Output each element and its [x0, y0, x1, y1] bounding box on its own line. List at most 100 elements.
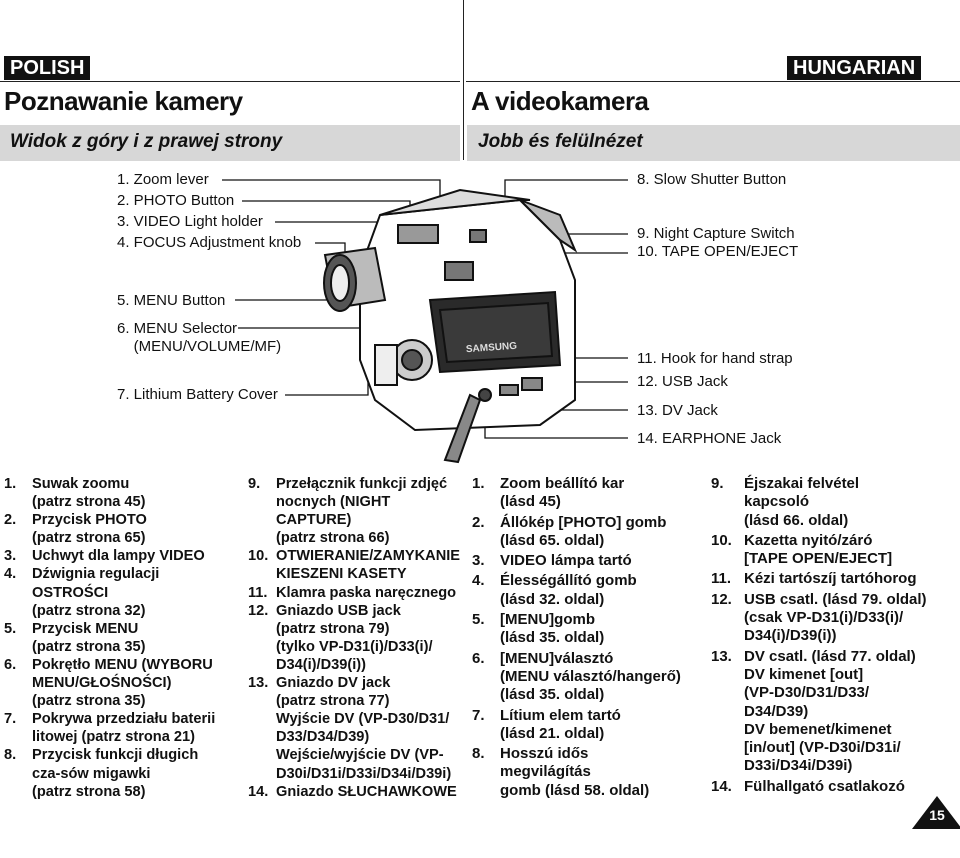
item-text: Pokrywa przedziału baterii litowej (patr… — [32, 711, 216, 746]
item-text: Kazetta nyitó/záró [TAPE OPEN/EJECT] — [744, 531, 893, 568]
hungarian-column-1: 1. Zoom beállító kar (lásd 45) 2. Állókép [… — [472, 475, 702, 802]
list-item: 10. OTWIERANIE/ZAMYKANIE KIESZENI KASETY — [248, 547, 468, 583]
list-item: 13.Gniazdo DV jack (patrz strona 77) Wyj… — [248, 674, 468, 783]
item-text: Przycisk MENU (patrz strona 35) — [32, 620, 146, 655]
item-number: 11. — [711, 570, 732, 588]
item-text: DV csatl. (lásd 77. oldal) DV kimenet [o… — [744, 647, 916, 775]
item-number: 8. — [472, 745, 485, 763]
item-text: Állókép [PHOTO] gomb (lásd 65. oldal) — [500, 513, 667, 549]
polish-column-2: 9. Przełącznik funkcji zdjęć nocnych (NIG… — [248, 475, 468, 801]
label-earphone-jack: 14. EARPHONE Jack — [637, 430, 782, 447]
item-text: Zoom beállító kar (lásd 45) — [500, 475, 625, 511]
list-item: 10. Kazetta nyitó/záró [TAPE OPEN/EJECT] — [711, 532, 960, 569]
item-number: 4. — [472, 572, 485, 590]
polish-column-1: 1. Suwak zoomu (patrz strona 45) 2. Przycis… — [4, 475, 239, 801]
list-item: 5.[MENU]gomb (lásd 35. oldal) — [472, 611, 702, 648]
item-text: Dźwignia regulacji OSTROŚCI (patrz stron… — [32, 566, 160, 619]
label-usb-jack: 12. USB Jack — [637, 373, 728, 390]
list-item: 2. Állókép [PHOTO] gomb (lásd 65. oldal) — [472, 514, 702, 551]
subtitle-polish: Widok z góry i z prawej strony — [10, 131, 283, 152]
item-number: 7. — [4, 711, 17, 728]
item-number: 2. — [472, 513, 485, 531]
list-item: 7. Pokrywa przedziału baterii litowej (pa… — [4, 710, 239, 746]
page-title-polish: Poznawanie kamery — [4, 86, 243, 116]
subtitle-bar-right — [467, 125, 960, 161]
label-tape-eject: 10. TAPE OPEN/EJECT — [637, 243, 799, 260]
language-badge-hungarian: HUNGARIAN — [787, 56, 922, 80]
rule-right — [466, 81, 960, 82]
label-menu-selector: 6. MENU Selector (MENU/VOLUME/MF) — [117, 320, 282, 355]
item-text: Suwak zoomu (patrz strona 45) — [32, 476, 146, 511]
list-item: 11.Kézi tartószíj tartóhorog — [711, 570, 960, 588]
label-video-light-holder: 3. VIDEO Light holder — [117, 213, 263, 230]
list-item: 9.Éjszakai felvétel kapcsoló (lásd 66. o… — [711, 475, 960, 530]
label-dv-jack: 13. DV Jack — [637, 402, 718, 419]
item-number: 2. — [4, 512, 17, 529]
list-item: 7. Lítium elem tartó (lásd 21. oldal) — [472, 707, 702, 744]
item-text: OTWIERANIE/ZAMYKANIE KIESZENI KASETY — [276, 548, 461, 583]
label-menu-button: 5. MENU Button — [117, 292, 226, 309]
label-hand-strap-hook: 11. Hook for hand strap — [637, 350, 793, 367]
list-item: 4. Élességállító gomb (lásd 32. oldal) — [472, 572, 702, 609]
rule-left — [0, 81, 460, 82]
item-text: VIDEO lámpa tartó — [500, 552, 632, 570]
page-title-hungarian: A videokamera — [471, 86, 649, 116]
list-item: 11. Klamra paska naręcznego — [248, 584, 468, 602]
item-number: 4. — [4, 566, 17, 583]
label-battery-cover: 7. Lithium Battery Cover — [117, 386, 278, 403]
list-item: 12. USB csatl. (lásd 79. oldal) (csak VP-… — [711, 591, 960, 646]
list-item: 3. VIDEO lámpa tartó — [472, 552, 702, 570]
list-item: 6.Pokrętło MENU (WYBORU MENU/GŁOŚNOŚCI) … — [4, 656, 239, 710]
item-number: 6. — [472, 649, 485, 667]
label-focus-knob: 4. FOCUS Adjustment knob — [117, 234, 302, 251]
list-item: 6. [MENU]választó (MENU választó/hangerő)… — [472, 650, 702, 705]
item-number: 1. — [4, 476, 17, 492]
item-text: Przełącznik funkcji zdjęć nocnych (NIGHT… — [276, 476, 448, 547]
item-number: 7. — [472, 706, 485, 724]
list-item: 14. Fülhallgató csatlakozó — [711, 778, 960, 796]
item-number: 9. — [248, 476, 261, 492]
language-badge-polish: POLISH — [4, 56, 91, 80]
item-number: 10. — [248, 548, 269, 565]
item-number: 14. — [248, 783, 269, 800]
item-number: 5. — [472, 611, 485, 629]
brand-logo: SAMSUNG — [466, 341, 518, 356]
item-number: 11. — [248, 584, 268, 601]
list-item: 2. Przycisk PHOTO (patrz strona 65) — [4, 511, 239, 547]
item-text: [MENU]választó (MENU választó/hangerő) (… — [500, 649, 681, 704]
list-item: 5. Przycisk MENU (patrz strona 35) — [4, 620, 239, 656]
list-item: 13. DV csatl. (lásd 77. oldal) DV kimenet… — [711, 648, 960, 776]
item-number: 13. — [711, 647, 732, 665]
item-text: Élességállító gomb (lásd 32. oldal) — [500, 572, 637, 608]
list-item: 4. Dźwignia regulacji OSTROŚCI (patrz str… — [4, 565, 239, 619]
item-number: 9. — [711, 475, 724, 492]
item-number: 3. — [472, 552, 485, 570]
subtitle-hungarian: Jobb és felülnézet — [478, 131, 643, 152]
label-photo-button: 2. PHOTO Button — [117, 192, 235, 209]
item-text: Gniazdo SŁUCHAWKOWE — [276, 783, 457, 800]
item-number: 12. — [711, 590, 732, 608]
list-item: 8. Hosszú idős megvilágítás gomb (lásd 58… — [472, 745, 702, 800]
list-item: 12.Gniazdo USB jack (patrz strona 79) (t… — [248, 602, 468, 674]
item-text: Pokrętło MENU (WYBORU MENU/GŁOŚNOŚCI) (p… — [32, 656, 213, 710]
list-item: 9. Przełącznik funkcji zdjęć nocnych (NIG… — [248, 475, 468, 547]
label-zoom-lever: 1. Zoom lever — [117, 171, 209, 188]
label-slow-shutter: 8. Slow Shutter Button — [637, 171, 787, 188]
list-item: 1. Suwak zoomu (patrz strona 45) — [4, 475, 239, 511]
item-text: Hosszú idős megvilágítás gomb (lásd 58. … — [500, 745, 650, 799]
list-item: 14. Gniazdo SŁUCHAWKOWE — [248, 783, 468, 801]
item-text: Przycisk PHOTO (patrz strona 65) — [32, 512, 147, 547]
item-number: 10. — [711, 531, 732, 549]
item-text: Fülhallgató csatlakozó — [744, 777, 905, 795]
item-number: 14. — [711, 777, 732, 795]
item-number: 5. — [4, 620, 17, 637]
item-text: Lítium elem tartó (lásd 21. oldal) — [500, 706, 621, 742]
label-night-capture: 9. Night Capture Switch — [637, 225, 795, 242]
page-number-badge — [912, 796, 960, 829]
item-number: 1. — [472, 475, 485, 492]
item-text: Przycisk funkcji długich cza-sów migawki… — [32, 747, 199, 800]
item-text: Klamra paska naręcznego — [276, 584, 457, 601]
header-divider — [463, 0, 464, 160]
item-number: 3. — [4, 548, 17, 565]
item-text: USB csatl. (lásd 79. oldal) (csak VP-D31… — [744, 590, 927, 645]
